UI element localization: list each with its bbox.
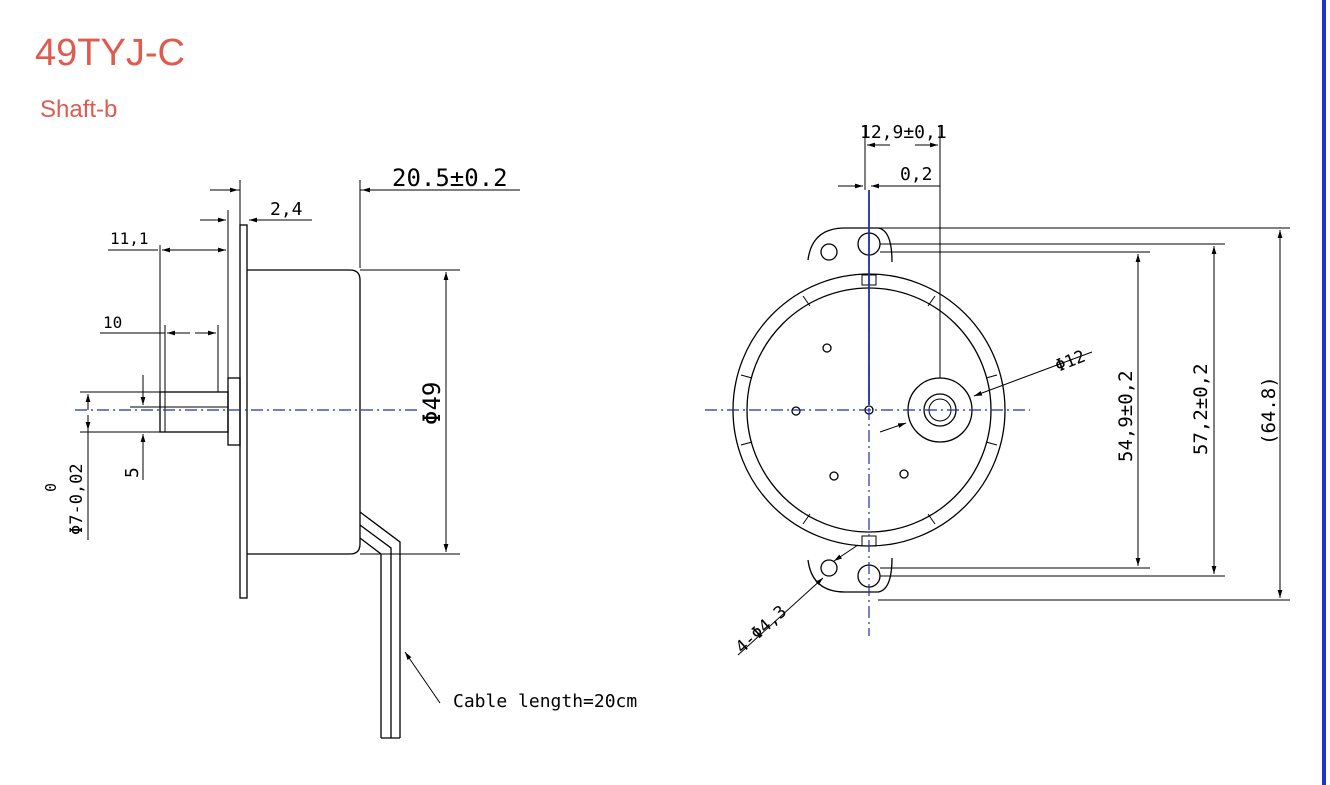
- side-view: 20.5±0.2 2,4 11,1 10 Φ49 5: [42, 164, 637, 739]
- dim-mid-span: 57,2±0,2: [1190, 363, 1212, 455]
- face-holes: [791, 343, 909, 481]
- dim-total-depth: 20.5±0.2: [392, 164, 508, 192]
- shaft-boss: [227, 377, 241, 446]
- dim-diameter: Φ49: [418, 382, 446, 425]
- dim-inner-span: 54,9±0,2: [1115, 370, 1137, 462]
- dim-shaft-11: 11,1: [110, 229, 149, 248]
- dim-shaft-10: 10: [103, 313, 122, 332]
- dim-shaft-tolerance: 0: [42, 483, 60, 492]
- cable: [359, 511, 401, 739]
- mounting-ear-bottom: [807, 557, 893, 593]
- dim-flat: 5: [122, 467, 143, 478]
- motor-shaft: [159, 391, 229, 433]
- dim-outer-span: (64.8): [1258, 376, 1280, 445]
- drawing-title: 49TYJ-C: [35, 32, 185, 74]
- mounting-ear-top: [807, 227, 893, 263]
- dim-offset: 12,9±0,1: [860, 122, 947, 143]
- dim-shaft-diameter: Φ7-0,02: [67, 463, 87, 535]
- right-edge-bar: [1322, 0, 1326, 785]
- mounting-flange: [239, 224, 248, 599]
- dim-small: 0,2: [900, 164, 933, 185]
- front-view: 12,9±0,1 0,2 Φ12 4-Φ4,3 54,9±0,2 57,2±0,…: [705, 122, 1290, 658]
- cable-length-label: Cable length=20cm: [453, 691, 637, 712]
- drawing-subtitle: Shaft-b: [40, 96, 118, 123]
- hub: [907, 377, 973, 443]
- dim-flange: 2,4: [270, 199, 303, 220]
- dim-holes: 4-Φ4,3: [732, 602, 791, 658]
- dim-hub-diameter: Φ12: [1052, 347, 1088, 377]
- motor-body: [247, 269, 361, 555]
